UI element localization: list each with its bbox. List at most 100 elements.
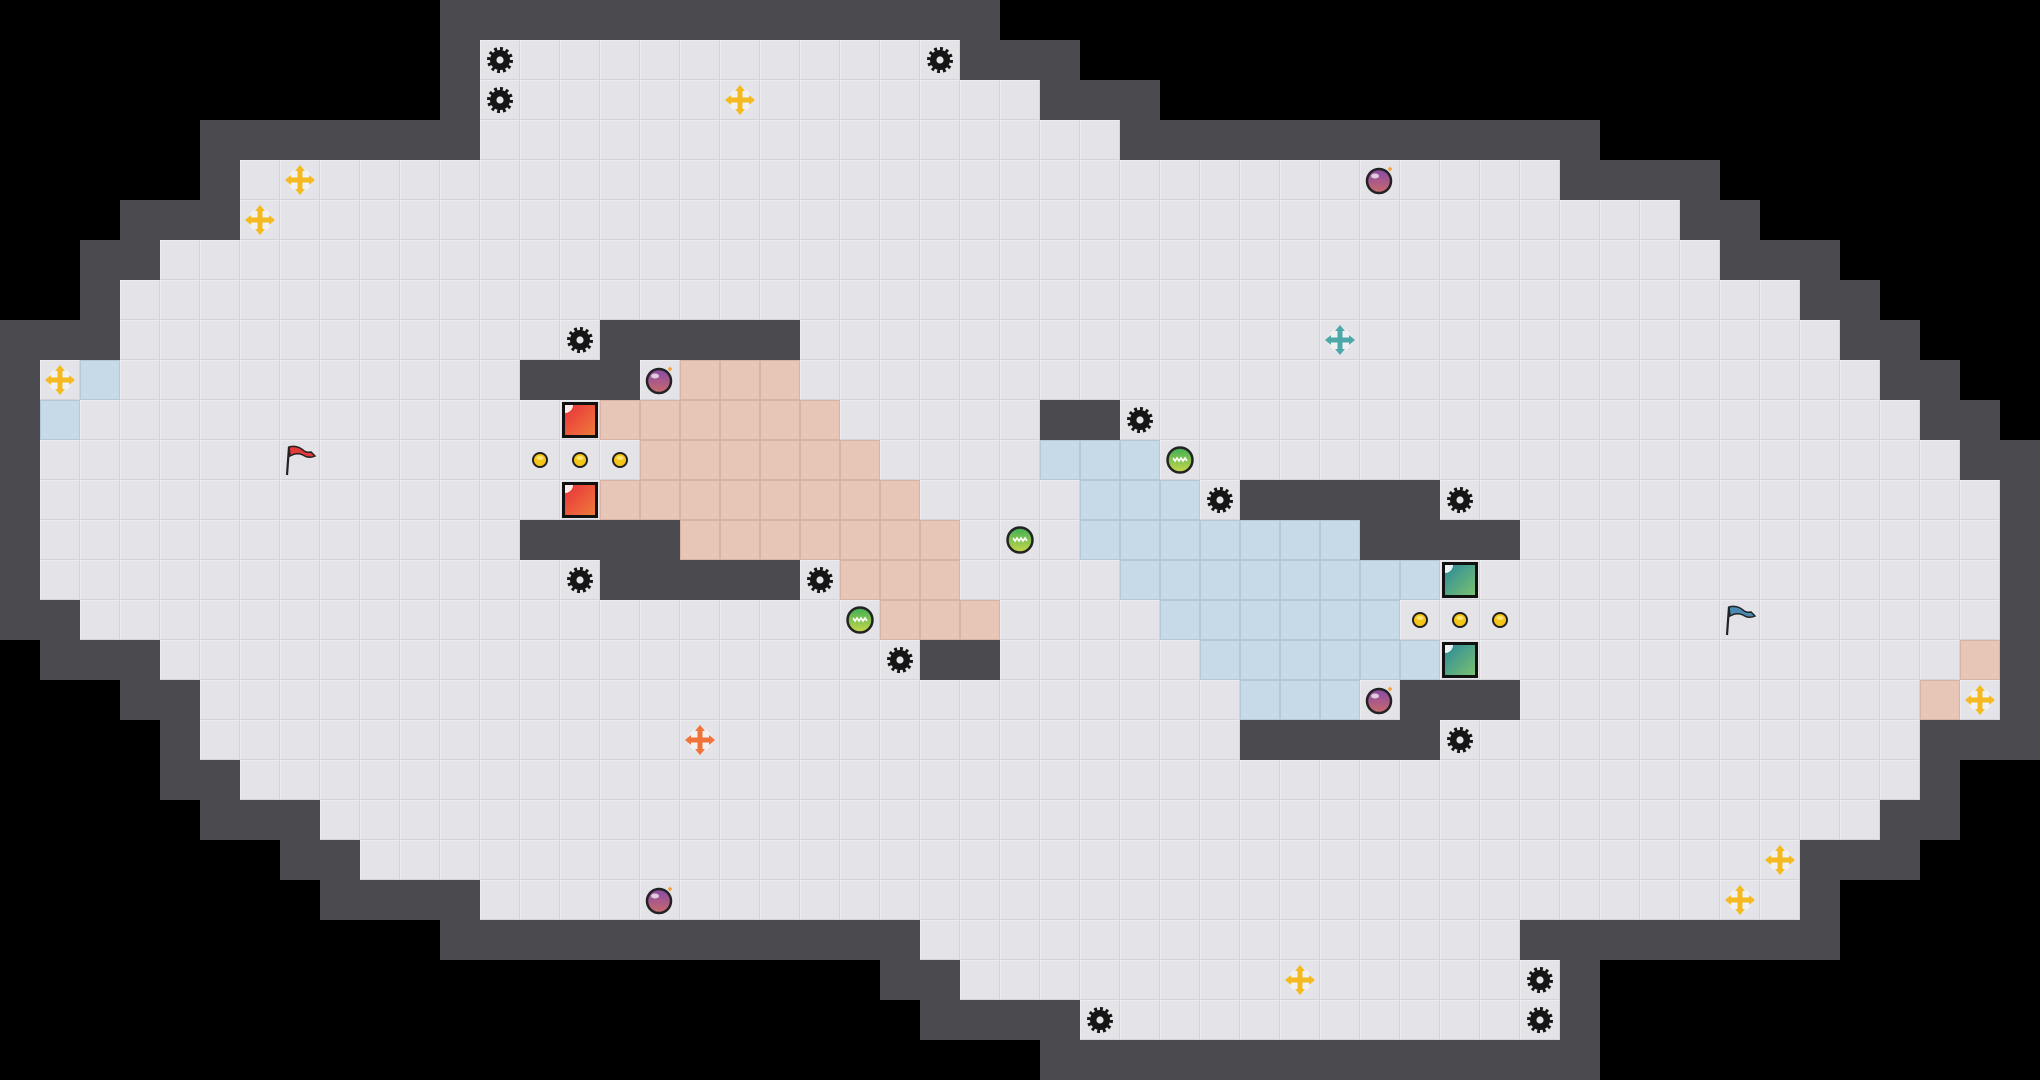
wall-tile [600, 320, 640, 360]
red-zone-tile [920, 520, 960, 560]
floor-tile [1280, 320, 1320, 360]
wall-tile [760, 0, 800, 40]
wall-tile [1040, 40, 1080, 80]
red-zone-tile [720, 480, 760, 520]
wall-tile [920, 640, 960, 680]
boost-icon [1280, 960, 1320, 1000]
wall-tile [2000, 680, 2040, 720]
wall-tile [1440, 120, 1480, 160]
floor-tile [160, 560, 200, 600]
red-zone-tile [880, 600, 920, 640]
floor-tile [400, 600, 440, 640]
floor-tile [840, 80, 880, 120]
floor-tile [1680, 760, 1720, 800]
floor-tile [320, 680, 360, 720]
floor-tile [1120, 960, 1160, 1000]
teal-block [1440, 640, 1480, 680]
floor-tile [1240, 920, 1280, 960]
floor-tile [760, 800, 800, 840]
floor-tile [1200, 760, 1240, 800]
floor-tile [720, 640, 760, 680]
wall-tile [0, 560, 40, 600]
floor-tile [1960, 520, 2000, 560]
floor-tile [1480, 400, 1520, 440]
floor-tile [560, 40, 600, 80]
floor-tile [280, 360, 320, 400]
floor-tile [440, 280, 480, 320]
red-zone-tile [680, 360, 720, 400]
wall-tile [1400, 720, 1440, 760]
wall-tile [1200, 120, 1240, 160]
floor-tile [1880, 680, 1920, 720]
floor-tile [1200, 400, 1240, 440]
floor-tile [320, 160, 360, 200]
floor-tile [920, 200, 960, 240]
wall-tile [520, 920, 560, 960]
floor-tile [1760, 760, 1800, 800]
wall-tile [600, 920, 640, 960]
blue-zone-tile [1360, 640, 1400, 680]
floor-tile [800, 640, 840, 680]
floor-tile [680, 200, 720, 240]
floor-tile [840, 240, 880, 280]
floor-tile [240, 560, 280, 600]
floor-tile [120, 480, 160, 520]
floor-tile [1080, 240, 1120, 280]
floor-tile [880, 440, 920, 480]
blue-zone-tile [1280, 640, 1320, 680]
floor-tile [1160, 160, 1200, 200]
floor-tile [320, 800, 360, 840]
floor-tile [400, 640, 440, 680]
floor-tile [1720, 760, 1760, 800]
wall-tile [1480, 120, 1520, 160]
floor-tile [400, 400, 440, 440]
floor-tile [1440, 400, 1480, 440]
floor-tile [1920, 440, 1960, 480]
floor-tile [760, 720, 800, 760]
wall-tile [120, 200, 160, 240]
wall-tile [0, 520, 40, 560]
floor-tile [1400, 920, 1440, 960]
wall-tile [1160, 1040, 1200, 1080]
floor-tile [440, 200, 480, 240]
floor-tile [600, 640, 640, 680]
floor-tile [360, 720, 400, 760]
floor-tile [960, 920, 1000, 960]
floor-tile [360, 680, 400, 720]
floor-tile [280, 520, 320, 560]
floor-tile [1440, 160, 1480, 200]
floor-tile [920, 400, 960, 440]
floor-tile [920, 80, 960, 120]
floor-tile [1640, 560, 1680, 600]
wall-tile [600, 520, 640, 560]
floor-tile [320, 560, 360, 600]
floor-tile [1480, 480, 1520, 520]
wall-tile [1720, 240, 1760, 280]
floor-tile [680, 600, 720, 640]
floor-tile [1720, 320, 1760, 360]
floor-tile [960, 880, 1000, 920]
wall-tile [1400, 520, 1440, 560]
floor-tile [840, 880, 880, 920]
floor-tile [920, 920, 960, 960]
wall-tile [1440, 680, 1480, 720]
floor-tile [560, 840, 600, 880]
floor-tile [1560, 440, 1600, 480]
floor-tile [1720, 840, 1760, 880]
floor-tile [1000, 920, 1040, 960]
floor-tile [1440, 200, 1480, 240]
wall-tile [880, 960, 920, 1000]
floor-tile [1000, 160, 1040, 200]
floor-tile [760, 40, 800, 80]
floor-tile [840, 120, 880, 160]
floor-tile [1360, 280, 1400, 320]
floor-tile [1480, 760, 1520, 800]
floor-tile [760, 280, 800, 320]
floor-tile [1720, 400, 1760, 440]
floor-tile [800, 800, 840, 840]
floor-tile [1760, 440, 1800, 480]
floor-tile [1640, 200, 1680, 240]
floor-tile [280, 720, 320, 760]
wall-tile [1800, 240, 1840, 280]
floor-tile [1480, 320, 1520, 360]
